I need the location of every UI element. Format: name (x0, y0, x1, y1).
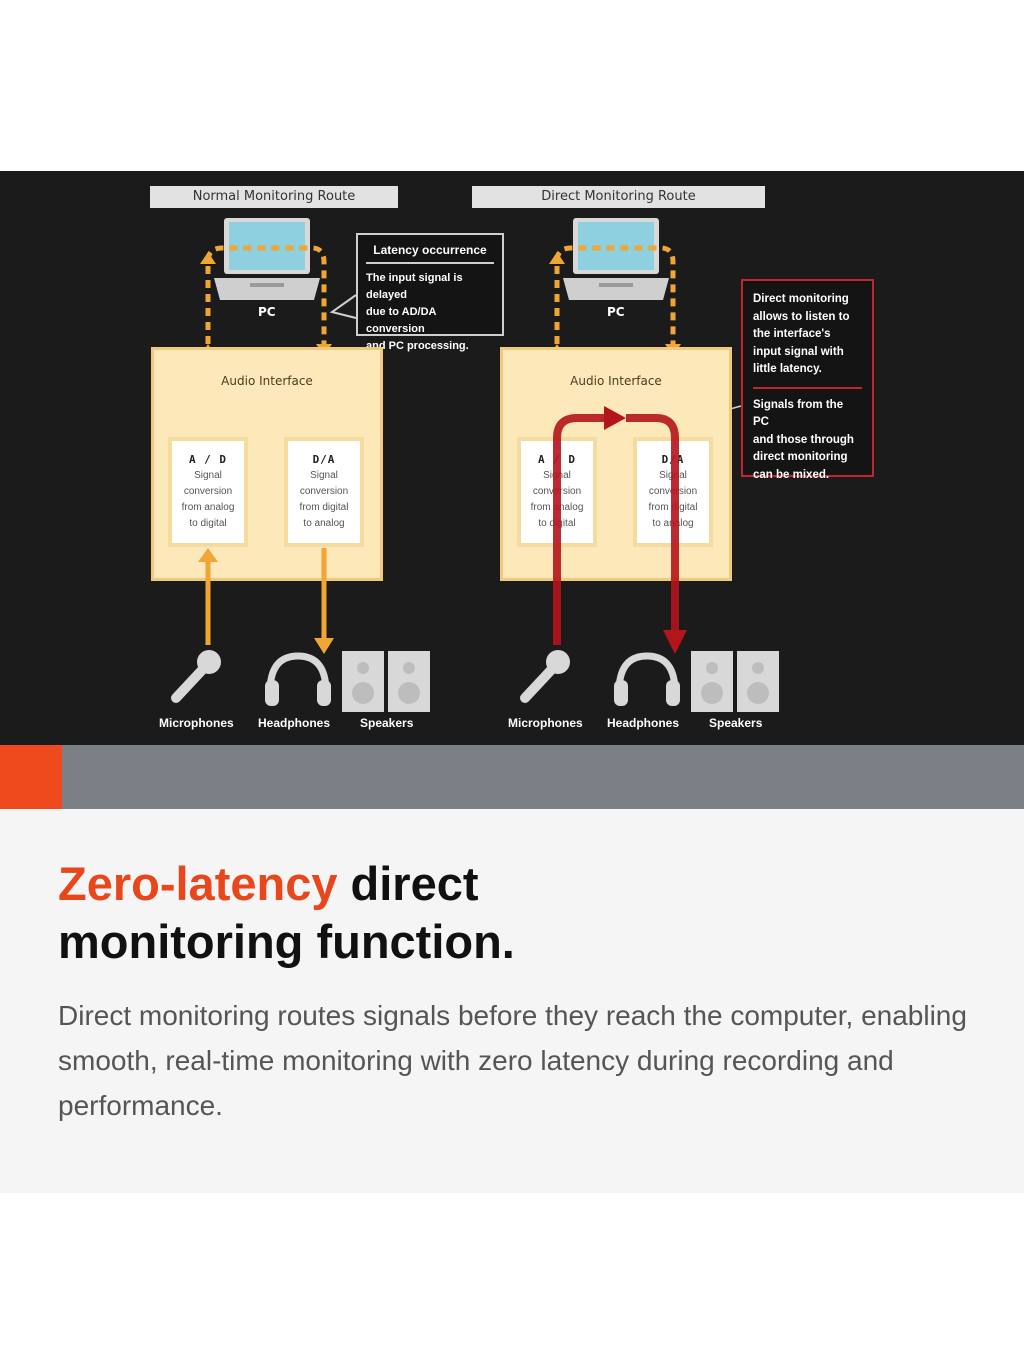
normal-route-title: Normal Monitoring Route (150, 186, 398, 208)
headline-line2: monitoring function. (58, 915, 515, 968)
direct-route-title: Direct Monitoring Route (472, 186, 765, 208)
headphones-icon (265, 652, 331, 706)
direct-callout-text-2: Signals from the PC and those through di… (753, 398, 854, 481)
microphone-icon (520, 650, 570, 703)
pc-label: PC (258, 305, 276, 319)
audio-interface-label: Audio Interface (570, 374, 662, 388)
direct-callout-divider (753, 386, 862, 389)
microphone-icon (171, 650, 221, 703)
text-section (0, 809, 1024, 1193)
headphones-label: Headphones (258, 716, 331, 730)
pc-label: PC (607, 305, 625, 319)
da-title: D/A (312, 453, 336, 466)
ad-description: Signal conversion from analog to digital (181, 470, 235, 529)
accent-bar (0, 745, 62, 809)
latency-callout: Latency occurrence The input signal is d… (356, 233, 504, 352)
divider-bar (0, 745, 1024, 809)
latency-callout-pointer (329, 294, 357, 319)
audio-interface-label: Audio Interface (221, 374, 313, 388)
microphones-label: Microphones (159, 716, 234, 730)
microphones-label: Microphones (508, 716, 583, 730)
direct-monitoring-callout: Direct monitoring allows to listen to th… (741, 279, 874, 481)
speakers-label: Speakers (360, 716, 414, 730)
laptop-icon (214, 218, 320, 300)
headline-line1-rest: direct (337, 857, 479, 910)
da-converter: D/A Signal conversion from digital to an… (284, 437, 364, 547)
direct-callout-text-1: Direct monitoring allows to listen to th… (753, 293, 850, 375)
speakers-label: Speakers (709, 716, 763, 730)
body-text: Direct monitoring routes signals before … (58, 1000, 967, 1121)
speakers-icon (691, 651, 779, 712)
speakers-icon (342, 651, 430, 712)
ad-title: A / D (188, 453, 228, 466)
ad-converter: A / D Signal conversion from analog to d… (168, 437, 248, 547)
headline: Zero-latency direct monitoring function. (58, 855, 958, 971)
da-description: Signal conversion from digital to analog (299, 470, 349, 529)
latency-callout-body: The input signal is delayed due to AD/DA… (366, 272, 469, 352)
latency-callout-heading: Latency occurrence (366, 235, 494, 264)
headphones-icon (614, 652, 680, 706)
headline-accent: Zero-latency (58, 857, 338, 910)
headphones-label: Headphones (607, 716, 680, 730)
